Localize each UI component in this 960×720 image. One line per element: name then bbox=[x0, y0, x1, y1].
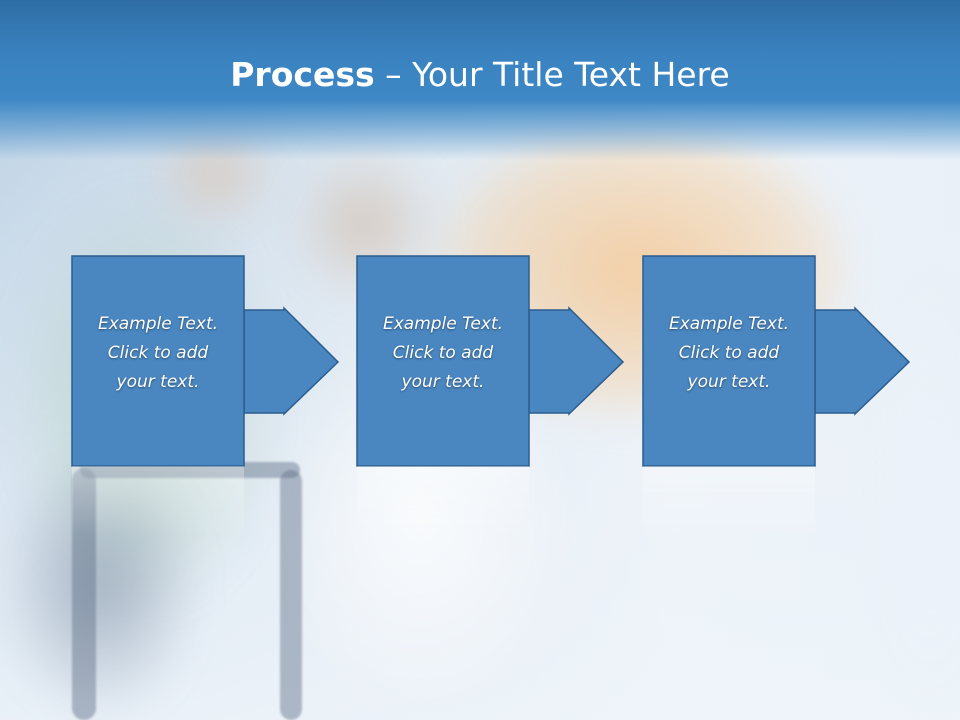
step-text-line: Example Text. bbox=[668, 314, 790, 334]
step-arrow-1 bbox=[243, 306, 340, 416]
background-walker-left bbox=[72, 468, 96, 720]
process-step-3[interactable]: Example Text. Click to add your text. bbox=[642, 255, 913, 536]
process-step-2[interactable]: Example Text. Click to add your text. bbox=[356, 255, 627, 536]
step-text-line: Click to add bbox=[392, 343, 494, 363]
slide-title[interactable]: Process – Your Title Text Here bbox=[0, 52, 960, 98]
step-box-2 bbox=[356, 255, 530, 467]
process-step-1[interactable]: Example Text. Click to add your text. bbox=[71, 255, 342, 536]
step-reflection-3 bbox=[643, 466, 815, 536]
step-reflection-2 bbox=[357, 466, 529, 536]
step-text-line: your text. bbox=[116, 372, 200, 392]
slide-title-bold: Process bbox=[230, 55, 375, 94]
step-reflection-1 bbox=[72, 466, 244, 536]
slide-title-rest: – Your Title Text Here bbox=[374, 55, 730, 94]
step-text-line: Example Text. bbox=[97, 314, 219, 334]
step-text-line: Click to add bbox=[678, 343, 780, 363]
process-step-2-shape bbox=[356, 255, 625, 467]
step-text-line: your text. bbox=[401, 372, 485, 392]
step-box-1 bbox=[71, 255, 245, 467]
step-text-line: Click to add bbox=[107, 343, 209, 363]
process-step-1-shape bbox=[71, 255, 340, 467]
step-text-3[interactable]: Example Text. Click to add your text. bbox=[643, 310, 815, 397]
step-text-1[interactable]: Example Text. Click to add your text. bbox=[72, 310, 244, 397]
background-walker-right bbox=[280, 470, 302, 720]
step-arrow-3 bbox=[814, 306, 911, 416]
step-text-2[interactable]: Example Text. Click to add your text. bbox=[357, 310, 529, 397]
background-right-area bbox=[870, 260, 960, 720]
step-text-line: your text. bbox=[687, 372, 771, 392]
process-step-3-shape bbox=[642, 255, 911, 467]
step-box-3 bbox=[642, 255, 816, 467]
background-dark-area bbox=[0, 450, 200, 720]
step-arrow-2 bbox=[528, 306, 625, 416]
title-bar: Process – Your Title Text Here bbox=[0, 0, 960, 160]
step-text-line: Example Text. bbox=[382, 314, 504, 334]
